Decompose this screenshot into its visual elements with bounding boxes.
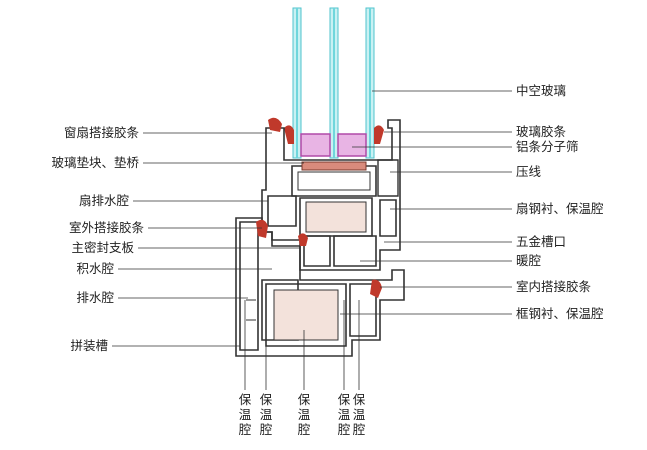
insulating-glass bbox=[292, 7, 375, 159]
label-water-collect-chamber: 积水腔 bbox=[76, 261, 114, 276]
label-spacer-sieve: 铝条分子筛 bbox=[516, 139, 579, 154]
setting-block bbox=[301, 161, 367, 171]
label-frame-steel-chamber: 框钢衬、保温腔 bbox=[516, 306, 604, 321]
leader-lines-bottom bbox=[244, 300, 360, 390]
label-main-seal-fin: 主密封支板 bbox=[71, 240, 134, 255]
label-glazing-gasket: 玻璃胶条 bbox=[516, 124, 567, 139]
label-glass-setting-block: 玻璃垫块、垫桥 bbox=[51, 155, 139, 170]
label-glazing-bead: 压线 bbox=[516, 164, 542, 179]
glazing-gaskets bbox=[284, 125, 384, 144]
label-drain-chamber: 排水腔 bbox=[76, 290, 114, 305]
frame-profile bbox=[235, 217, 405, 357]
weather-gaskets bbox=[256, 117, 382, 298]
label-hardware-groove: 五金槽口 bbox=[516, 234, 567, 249]
glazing-bead bbox=[377, 159, 399, 197]
label-insulating-glass: 中空玻璃 bbox=[516, 83, 567, 98]
label-insulation-chamber-3: 保温腔 bbox=[297, 392, 311, 437]
leader-lines-right bbox=[340, 90, 512, 315]
label-outer-overlap-gasket: 室外搭接胶条 bbox=[68, 220, 144, 235]
label-sash-steel-chamber: 扇钢衬、保温腔 bbox=[516, 201, 604, 216]
label-insulation-chamber-4: 保温腔 bbox=[337, 392, 351, 437]
label-sash-drain-chamber: 扇排水腔 bbox=[78, 193, 129, 208]
label-sash-overlap-gasket: 窗扇搭接胶条 bbox=[63, 125, 139, 140]
label-insulation-chamber-1: 保温腔 bbox=[238, 392, 252, 437]
leader-lines-left bbox=[112, 132, 304, 347]
aluminum-spacer bbox=[300, 133, 367, 157]
label-warm-chamber: 暖腔 bbox=[516, 253, 542, 268]
label-insulation-chamber-2: 保温腔 bbox=[259, 392, 273, 437]
label-assembly-groove: 拼装槽 bbox=[70, 338, 108, 353]
label-insulation-chamber-5: 保温腔 bbox=[352, 392, 366, 437]
label-inner-overlap-gasket: 室内搭接胶条 bbox=[516, 279, 592, 294]
